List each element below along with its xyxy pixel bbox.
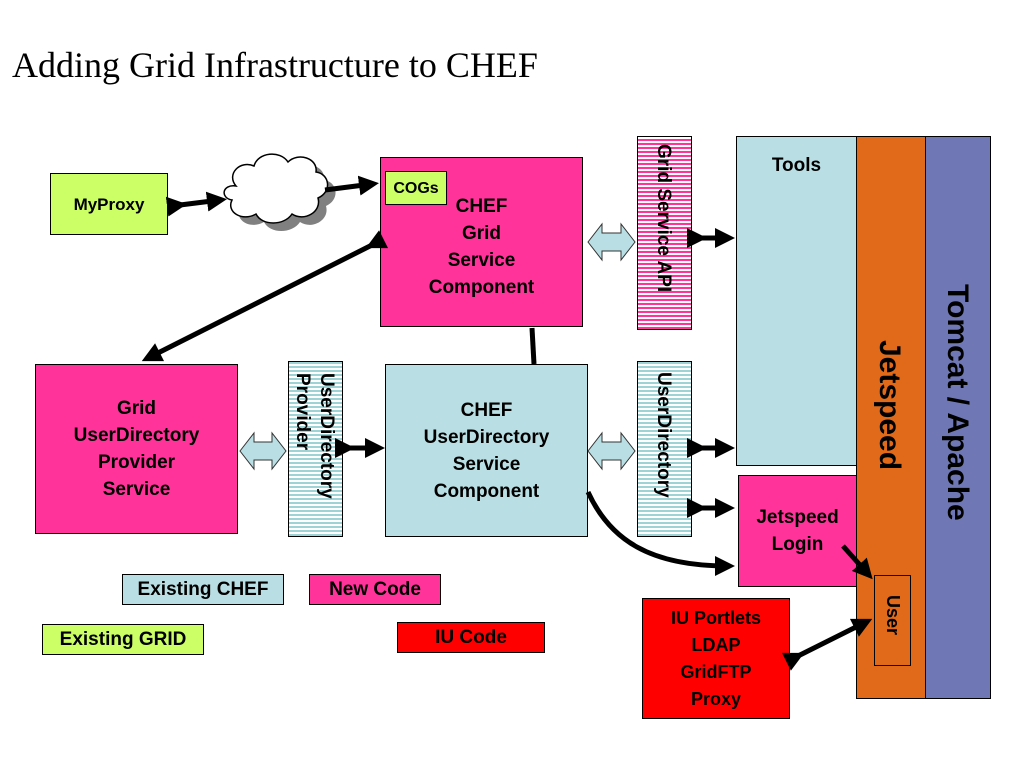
hollow-arrow-grid-api xyxy=(587,222,636,262)
jetspeed-login-line-2: Login xyxy=(771,534,824,555)
tomcat-apache-box xyxy=(924,136,991,699)
network-cloud-icon xyxy=(223,153,336,231)
cogs-label: COGs xyxy=(393,179,439,197)
legend-new-code: New Code xyxy=(309,574,441,605)
connector-chefgrid-chefuserdir xyxy=(529,327,537,365)
chef-userdirectory-service-component: CHEF UserDirectory Service Component xyxy=(385,364,588,537)
myproxy-box: MyProxy xyxy=(50,173,168,235)
iu-portlets-box: IU Portlets LDAP GridFTP Proxy xyxy=(642,598,790,719)
page-title: Adding Grid Infrastructure to CHEF xyxy=(12,45,538,85)
userdirectory-label: UserDirectory xyxy=(653,372,674,498)
grid-ud-line-1: Grid xyxy=(116,398,157,419)
userdirectory-box xyxy=(637,361,692,537)
iu-line-1: IU Portlets xyxy=(670,607,762,628)
chef-ud-line-1: CHEF xyxy=(460,399,513,421)
hollow-arrow-provider xyxy=(239,431,287,471)
user-box xyxy=(874,575,911,666)
tomcat-apache-label: Tomcat / Apache xyxy=(941,284,974,521)
legend-existing-grid: Existing GRID xyxy=(42,624,204,655)
arrow-iu-user xyxy=(781,618,873,671)
iu-line-4: Proxy xyxy=(690,688,742,709)
jetspeed-login-line-1: Jetspeed xyxy=(756,507,839,528)
chef-grid-line-2: Grid xyxy=(461,223,502,244)
myproxy-label: MyProxy xyxy=(73,194,145,214)
chef-grid-line-3: Service xyxy=(447,250,516,271)
grid-ud-line-4: Service xyxy=(102,479,171,500)
jetspeed-label: Jetspeed xyxy=(873,340,906,471)
jetspeed-login-box: Jetspeed Login xyxy=(738,475,857,587)
arrow-chefuserdir-login xyxy=(585,490,736,576)
userdirectory-provider-box xyxy=(288,361,343,537)
grid-service-api-label: Grid Service API xyxy=(653,144,674,293)
udp-line-1: UserDirectory xyxy=(316,373,337,499)
iu-line-3: GridFTP xyxy=(680,661,752,682)
arrow-login-user xyxy=(841,544,873,580)
hollow-arrow-userdirectory xyxy=(587,431,636,471)
grid-service-api-box xyxy=(637,136,692,330)
tools-label: Tools xyxy=(771,155,822,176)
iu-line-2: LDAP xyxy=(691,634,741,655)
arrow-myproxy-cloud xyxy=(165,191,227,217)
grid-ud-line-2: UserDirectory xyxy=(73,425,200,446)
user-label: User xyxy=(883,595,903,636)
cogs-box: COGs xyxy=(385,171,447,205)
arrow-cloud-cogs xyxy=(324,175,379,196)
legend-existing-chef: Existing CHEF xyxy=(122,574,284,605)
chef-grid-service-component: CHEF Grid Service Component xyxy=(380,157,583,327)
chef-ud-line-2: UserDirectory xyxy=(423,426,550,448)
chef-grid-line-1: CHEF xyxy=(455,196,508,217)
chef-ud-line-3: Service xyxy=(452,453,521,475)
chef-ud-line-4: Component xyxy=(433,480,540,502)
chef-grid-line-4: Component xyxy=(428,277,535,298)
tools-box: Tools xyxy=(736,136,857,466)
grid-ud-line-3: Provider xyxy=(97,452,176,473)
legend-iu-code: IU Code xyxy=(397,622,545,653)
grid-userdirectory-provider-service: Grid UserDirectory Provider Service xyxy=(35,364,238,534)
arrow-chefgrid-griduserdir xyxy=(141,230,389,362)
udp-line-2: Provider xyxy=(292,373,313,451)
